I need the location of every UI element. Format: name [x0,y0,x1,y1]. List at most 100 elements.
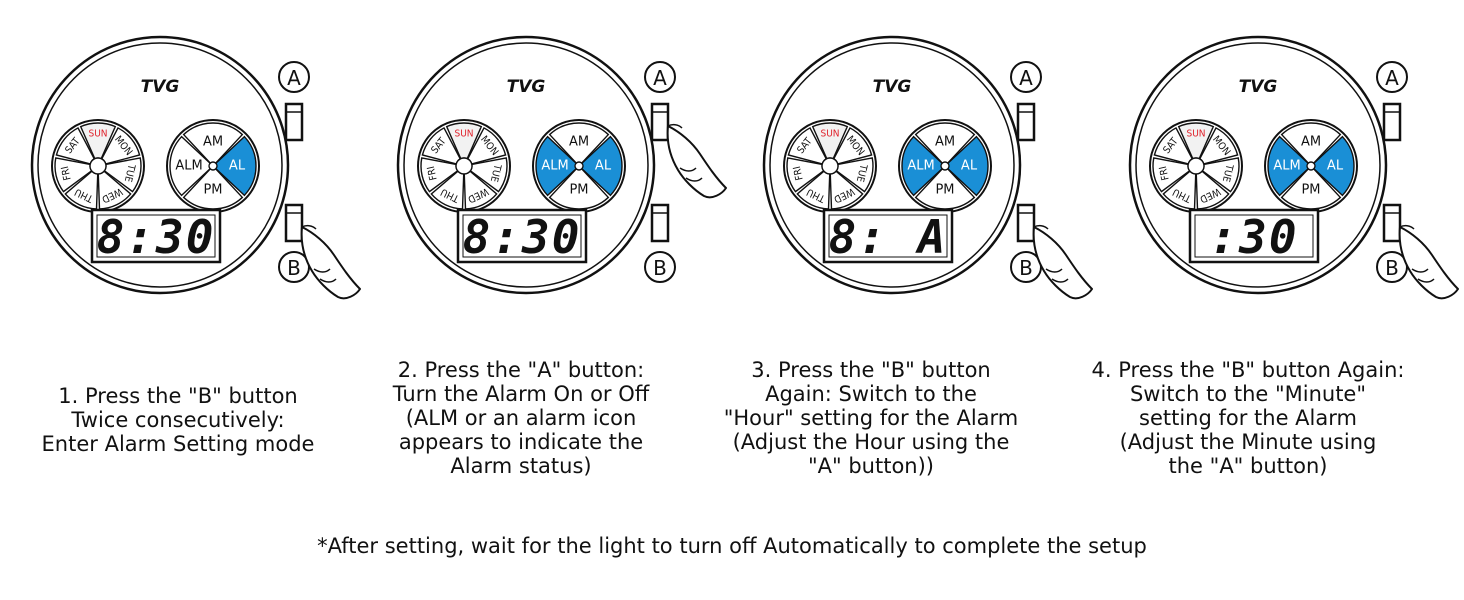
button-stem [1382,102,1402,142]
lcd-frame [90,208,222,264]
pressing-finger-icon [300,224,361,300]
button-a: A [1376,61,1408,142]
finger-shape [666,125,727,199]
caption-line: 3. Press the "B" button [751,358,991,382]
button-stem [650,203,670,243]
lcd-readout: :30 [1209,210,1298,264]
step-caption-4: 4. Press the "B" button Again: Switch to… [1065,358,1431,478]
mode-segment-alm [169,135,212,197]
day-dial-hub [89,157,107,175]
button-stem [650,102,670,142]
button-a: A [644,61,676,142]
caption-line: (Adjust the Hour using the [732,430,1010,454]
watch-bezel [1135,42,1381,288]
button-b: B [644,203,676,283]
day-dial-hub [455,157,473,175]
day-label-tue: TUE [1220,162,1235,183]
knuckle-lines [1045,268,1069,283]
fingernail [301,224,317,230]
watch-bezel [769,42,1015,288]
day-label-fri: FRI [1158,165,1172,181]
step-caption-3: 3. Press the "B" button Again: Switch to… [688,358,1054,478]
day-label-sun: SUN [1186,129,1205,140]
caption-line: Switch to the "Minute" [1129,382,1367,406]
day-dial-hub [821,157,839,175]
button-a-label: A [1019,66,1033,90]
brand-logo: TVG [507,77,546,97]
button-b: B [1376,203,1408,283]
button-b-label-circle [644,251,676,283]
caption-line: appears to indicate the [398,430,644,454]
brand-logo: TVG [873,77,912,97]
watch-bezel [403,42,649,288]
lcd-frame [456,208,588,264]
button-b-label: B [1019,256,1033,280]
mode-label-alm: ALM [541,159,568,174]
mode-segment-pm [1280,167,1342,210]
mode-segment-al [214,135,257,197]
knuckle-lines [1411,268,1435,283]
mode-label-pm: PM [1301,183,1320,198]
lcd-readout: 8:30 [97,210,216,264]
lcd-inner [96,214,216,258]
mode-segment-am [182,122,244,165]
step-caption-1: 1. Press the "B" button Twice consecutiv… [0,384,361,456]
mode-segment-pm [914,167,976,210]
caption-line: Enter Alarm Setting mode [41,432,315,456]
lcd-inner [462,214,582,258]
button-a: A [1010,61,1042,142]
mode-segment-alm [901,135,944,197]
lcd-frame [1188,208,1320,264]
lcd-frame [822,208,954,264]
caption-line: (Adjust the Minute using [1119,430,1377,454]
pressing-finger-icon [1032,224,1093,300]
button-stem [1016,102,1036,142]
mode-label-al: AL [961,159,978,174]
day-label-sun: SUN [454,129,473,140]
caption-line: "Hour" setting for the Alarm [723,406,1019,430]
day-label-sun: SUN [820,129,839,140]
caption-line: "A" button)) [807,454,934,478]
button-a-label: A [1385,66,1399,90]
button-a-label-circle [1376,61,1408,93]
day-label-sun: SUN [88,129,107,140]
mode-label-am: AM [1301,135,1321,150]
mode-label-al: AL [1327,159,1344,174]
mode-segment-pm [548,167,610,210]
mode-segment-pm [182,167,244,210]
knuckle-lines [313,268,337,283]
button-b: B [278,203,310,283]
mode-segment-am [548,122,610,165]
caption-line: Again: Switch to the [765,382,977,406]
caption-line: the "A" button) [1168,454,1328,478]
lcd-readout: 8:30 [463,210,582,264]
mode-segment-am [1280,122,1342,165]
mode-label-pm: PM [203,183,222,198]
button-stem [1382,203,1402,243]
caption-line: (ALM or an alarm icon [405,406,637,430]
button-stem [284,102,304,142]
watch-bezel [37,42,283,288]
caption-line: 2. Press the "A" button: [397,358,645,382]
button-a-label-circle [1010,61,1042,93]
button-b-label: B [287,256,301,280]
pressing-finger-icon [666,123,727,199]
finger-shape [1398,226,1459,300]
pressing-finger-icon [1398,224,1459,300]
button-b-label: B [1385,256,1399,280]
brand-logo: TVG [1239,77,1278,97]
